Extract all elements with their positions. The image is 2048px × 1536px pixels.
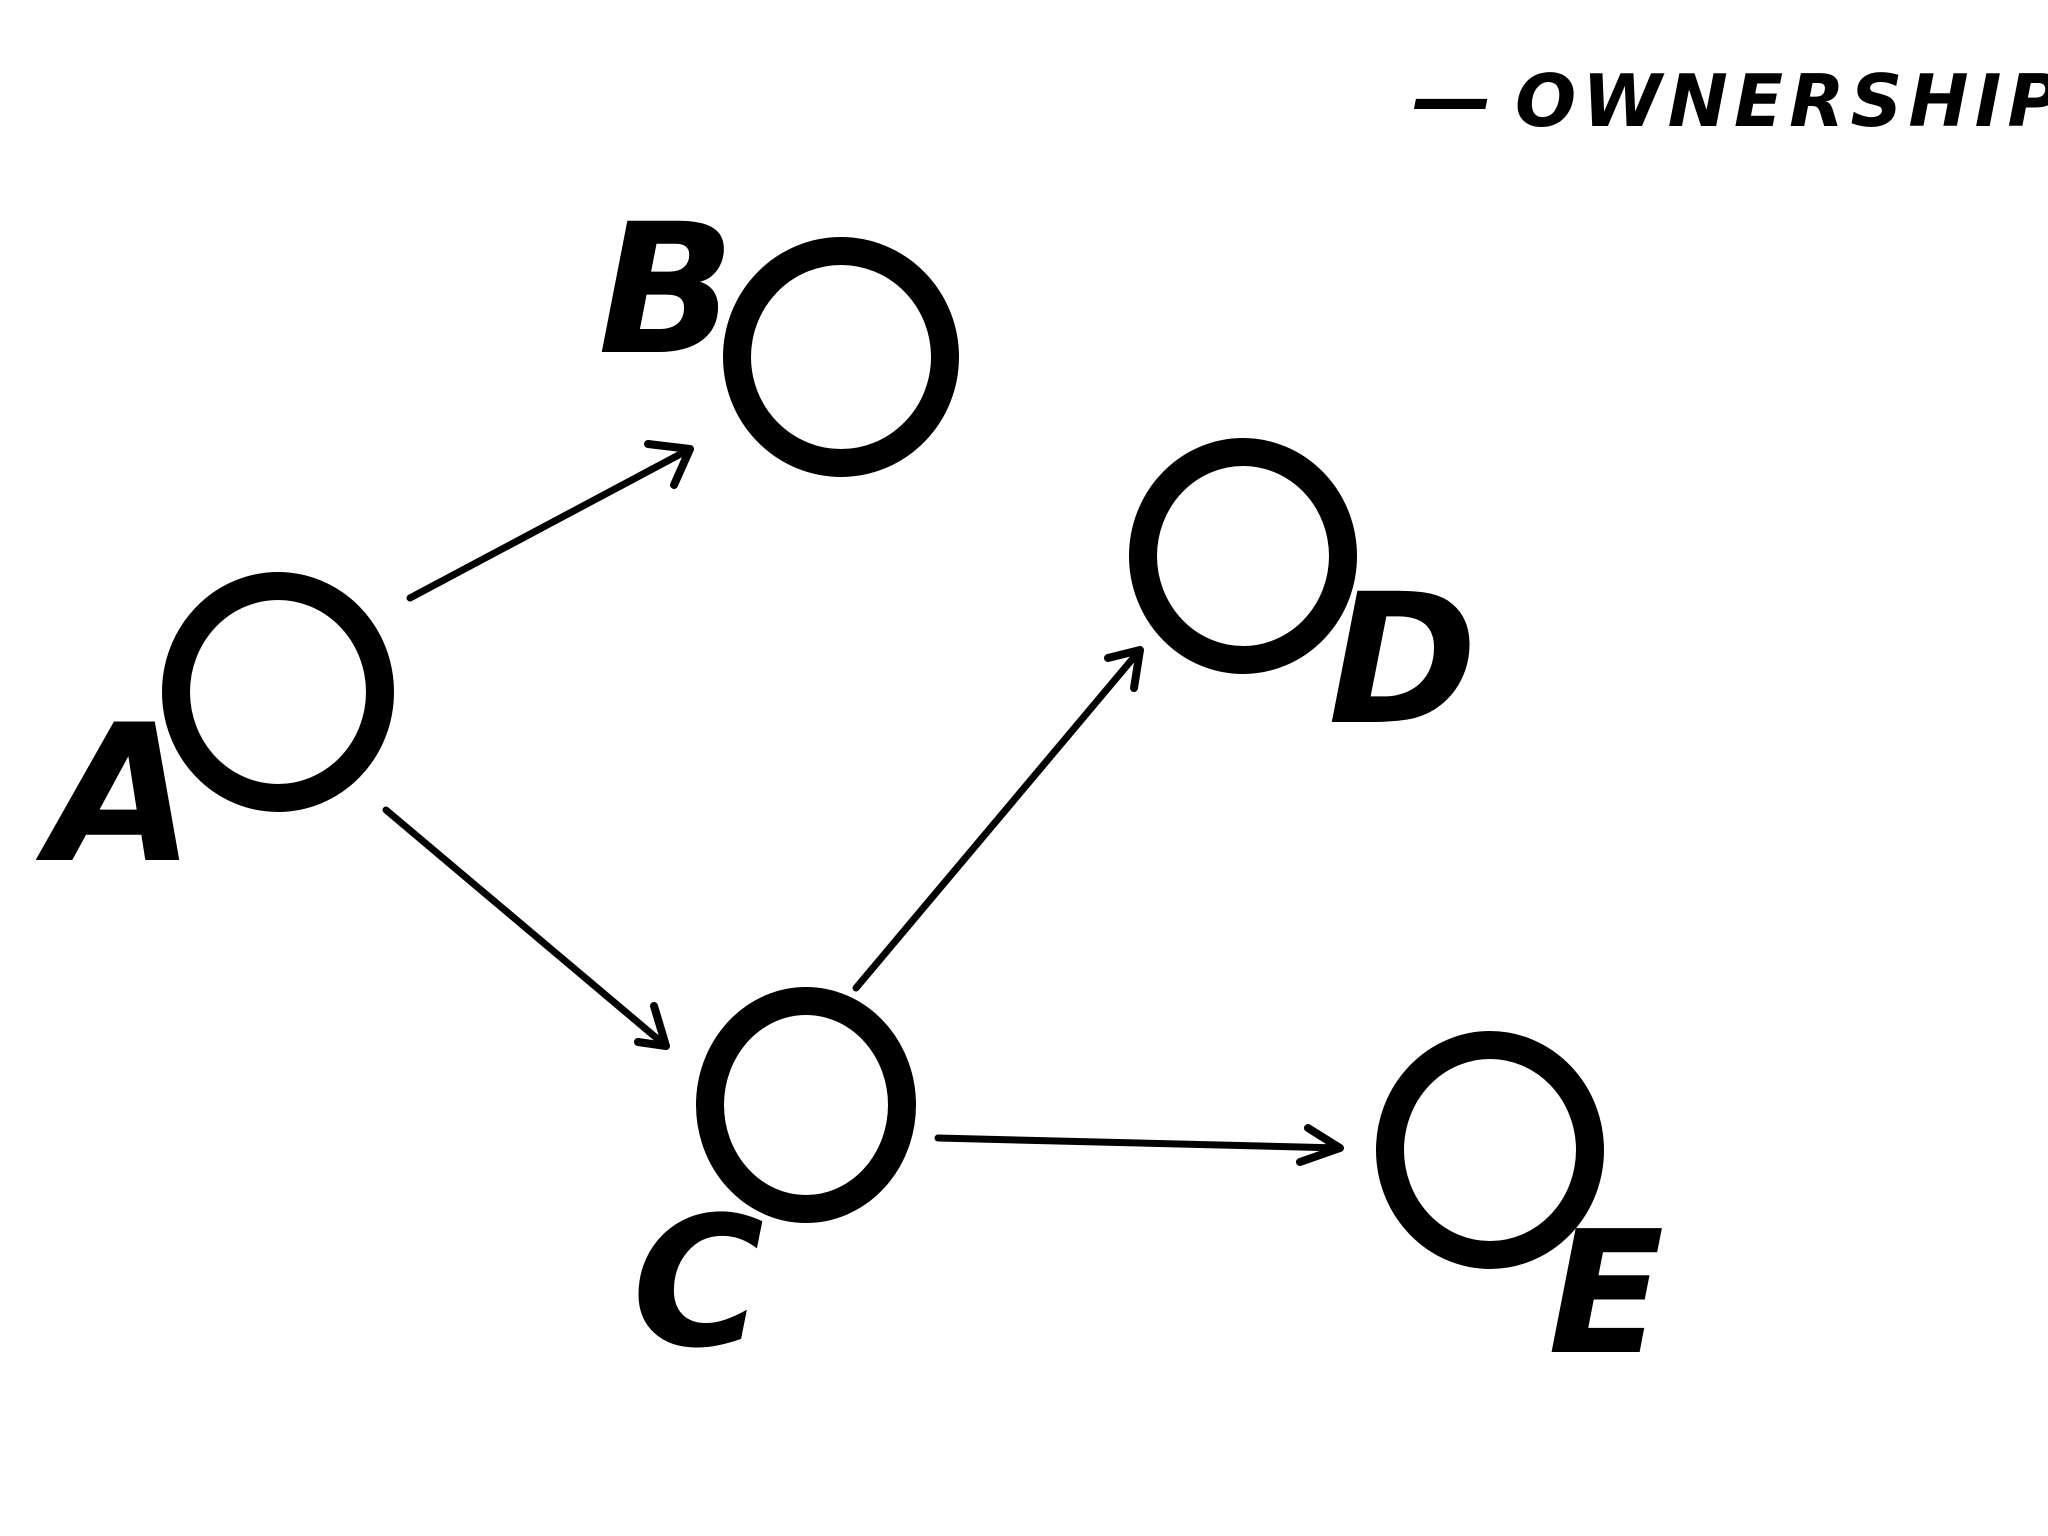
legend-dash: — xyxy=(1412,52,1498,145)
edge-c-to-e xyxy=(934,1124,1344,1166)
edge-line xyxy=(852,646,1144,992)
node-d-circle xyxy=(1129,438,1357,674)
arrowhead-icon xyxy=(1104,646,1144,692)
edge-a-to-c xyxy=(382,806,670,1050)
legend: — OWNERSHIP xyxy=(1412,52,2048,145)
node-c-circle xyxy=(696,987,916,1223)
nodes xyxy=(162,237,1604,1269)
node-b-label: B xyxy=(598,186,735,395)
edge-line xyxy=(934,1134,1344,1152)
edge-line xyxy=(382,806,670,1050)
arrowhead-icon xyxy=(644,440,694,489)
node-d-label: D xyxy=(1328,556,1477,765)
node-a-circle xyxy=(162,572,394,812)
legend-label: OWNERSHIP xyxy=(1515,59,2048,143)
node-c-label: C xyxy=(632,1179,764,1388)
arrowhead-icon xyxy=(634,1002,670,1050)
edge-a-to-b xyxy=(406,440,694,602)
edge-c-to-d xyxy=(852,646,1144,992)
node-e-circle xyxy=(1376,1031,1604,1269)
node-a-label: A xyxy=(35,684,195,905)
node-labels: A B C D E xyxy=(35,186,1664,1393)
node-b-circle xyxy=(723,237,959,477)
edges xyxy=(382,440,1344,1166)
arrowhead-icon xyxy=(1296,1124,1344,1166)
node-e-label: E xyxy=(1548,1195,1664,1393)
edge-line xyxy=(406,445,694,602)
